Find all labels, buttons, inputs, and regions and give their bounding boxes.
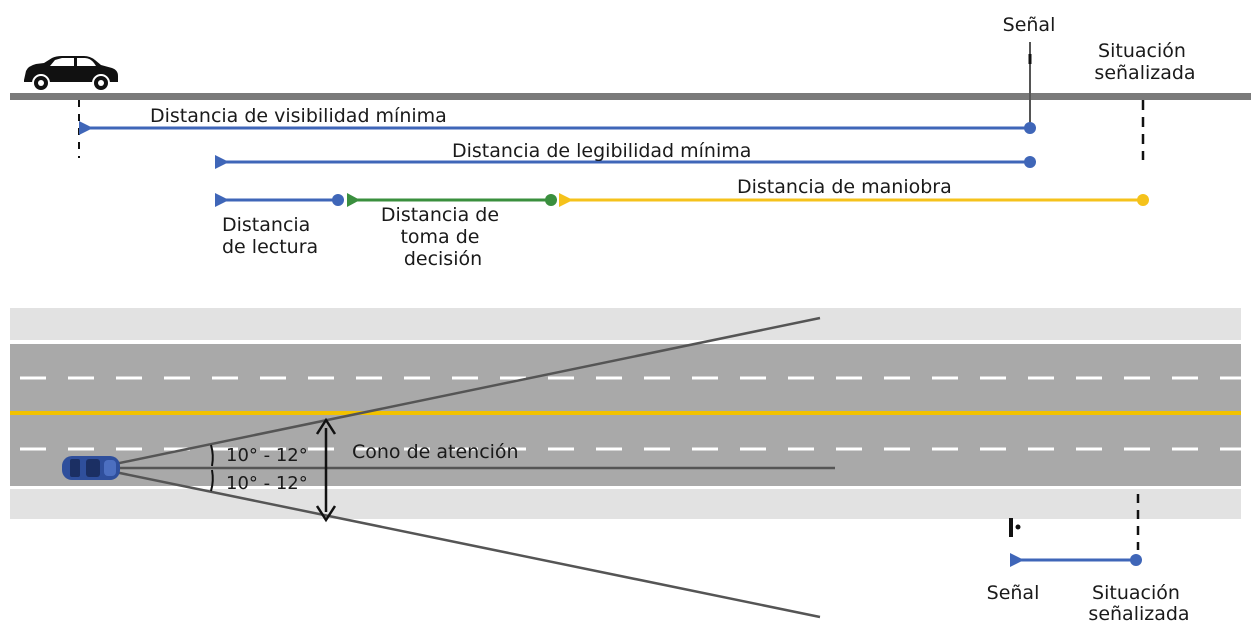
lower-angle-arc: [210, 469, 214, 492]
top-situation-label: Situación señalizada: [1094, 40, 1195, 84]
bottom-signal-detail: Señal Situación señalizada: [987, 494, 1190, 622]
decision-distance-label: Distancia de toma de decisión: [381, 204, 505, 270]
car-side-icon: [24, 56, 118, 92]
upper-angle-arc: [210, 444, 214, 467]
top-road-line: [10, 93, 1251, 100]
upper-shoulder: [10, 308, 1241, 340]
bottom-signal-post-icon: [1009, 518, 1021, 537]
bottom-signal-label: Señal: [987, 582, 1040, 604]
road-top-view: 10° - 12° 10° - 12° Cono de atención: [10, 308, 1241, 619]
double-arrow-icon: [315, 417, 337, 523]
upper-angle-label: 10° - 12°: [226, 445, 308, 466]
visibility-distance-line: [79, 121, 1036, 135]
visibility-distance-label: Distancia de visibilidad mínima: [150, 105, 447, 127]
bottom-distance-line: [1010, 553, 1142, 567]
legibility-distance-label: Distancia de legibilidad mínima: [452, 140, 751, 162]
top-schematic: Señal Situación señalizada Distancia de …: [10, 14, 1251, 270]
legibility-distance-line: [215, 155, 1036, 169]
lower-shoulder: [10, 489, 1241, 519]
cone-label: Cono de atención: [352, 441, 519, 463]
top-signal-label: Señal: [1003, 14, 1056, 36]
maneuver-distance-label: Distancia de maniobra: [737, 176, 952, 198]
car-top-icon: [62, 456, 120, 480]
bottom-situation-label: Situación señalizada: [1088, 582, 1189, 622]
attention-cone: [109, 316, 835, 619]
decision-distance-line: [347, 193, 557, 207]
reading-distance-label: Distancia de lectura: [222, 214, 318, 258]
lower-angle-label: 10° - 12°: [226, 473, 308, 494]
maneuver-distance-line: [559, 193, 1149, 207]
reading-distance-line: [215, 193, 344, 207]
